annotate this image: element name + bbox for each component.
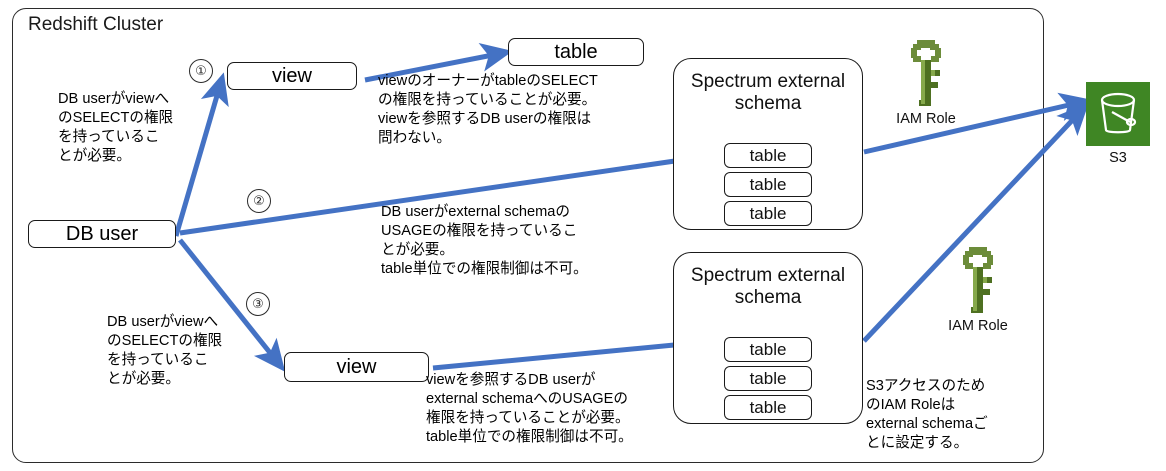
node-view-bottom[interactable]: view (284, 352, 429, 382)
spectrum-schema-title: Spectrum external schema (690, 265, 846, 309)
note-path1-right: viewのオーナーがtableのSELECT の権限を持っていることが必要。 v… (378, 73, 598, 146)
iam-role-label: IAM Role (896, 111, 956, 127)
key-icon (911, 40, 941, 106)
spectrum-table-list: table table table (674, 143, 862, 226)
step-marker-2: ② (247, 189, 271, 213)
note-path3-left: DB userがviewへ のSELECTの権限 を持っているこ とが必要。 (107, 314, 223, 387)
key-icon (963, 247, 993, 313)
iam-role-label: IAM Role (948, 318, 1008, 334)
page-title: Redshift Cluster (28, 14, 164, 35)
spectrum-table[interactable]: table (724, 201, 812, 226)
spectrum-schema-title: Spectrum external schema (690, 71, 846, 115)
spectrum-table[interactable]: table (724, 366, 812, 391)
iam-role-2: IAM Role (918, 243, 1038, 334)
spectrum-table[interactable]: table (724, 337, 812, 362)
spectrum-table[interactable]: table (724, 143, 812, 168)
s3-label: S3 (1109, 150, 1127, 166)
s3-bucket-icon[interactable] (1086, 82, 1150, 146)
note-path3-right: viewを参照するDB userが external schemaへのUSAGE… (426, 372, 633, 445)
step-marker-1: ① (189, 59, 213, 83)
node-view-top[interactable]: view (227, 62, 357, 90)
spectrum-table[interactable]: table (724, 172, 812, 197)
spectrum-table-list: table table table (674, 337, 862, 420)
spectrum-table[interactable]: table (724, 395, 812, 420)
bucket-glyph (1100, 92, 1137, 134)
iam-role-1: IAM Role (866, 36, 986, 127)
note-path2: DB userがexternal schemaの USAGEの権限を持っているこ… (381, 204, 588, 277)
note-s3-access: S3アクセスのため のIAM Roleは external schemaご とに… (866, 378, 988, 451)
note-path1-left: DB userがviewへ のSELECTの権限 を持っているこ とが必要。 (58, 91, 174, 164)
step-marker-3: ③ (246, 292, 270, 316)
spectrum-external-schema-2[interactable]: Spectrum external schema table table tab… (673, 252, 863, 424)
node-db-user[interactable]: DB user (28, 220, 176, 248)
node-table-top[interactable]: table (508, 38, 644, 66)
spectrum-external-schema-1[interactable]: Spectrum external schema table table tab… (673, 58, 863, 230)
